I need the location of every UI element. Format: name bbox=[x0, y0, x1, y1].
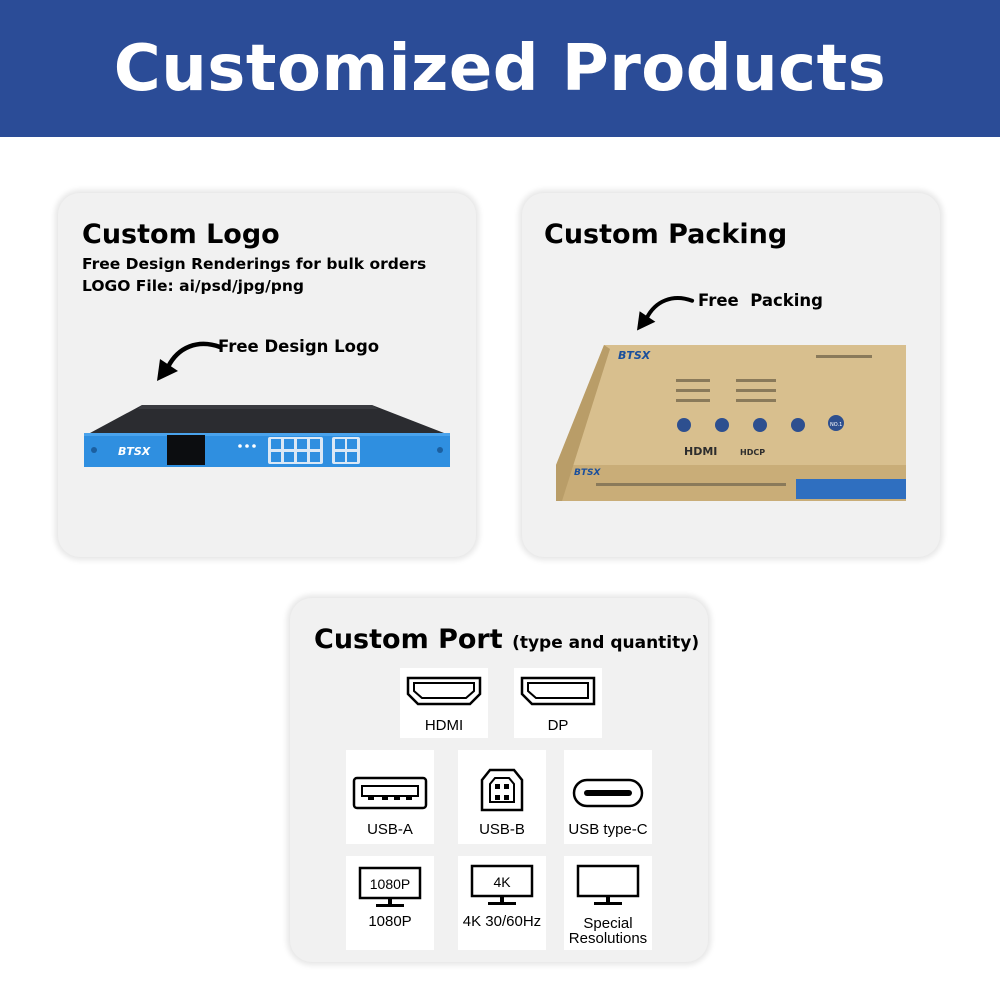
header-banner: Customized Products bbox=[0, 0, 1000, 137]
box-hdcp-text: HDCP bbox=[740, 448, 765, 457]
custom-port-title: Custom Port (type and quantity) bbox=[314, 624, 700, 655]
resolution-tile-1080p: 1080P 1080P bbox=[346, 856, 434, 950]
packing-box: BTSX BTSX NO.1 HDMI HDCP bbox=[556, 345, 906, 501]
usb-type-c-port-icon bbox=[572, 778, 644, 808]
resolution-tile-special: Special Resolutions bbox=[564, 856, 652, 950]
port-tile-usb-a: USB-A bbox=[346, 750, 434, 844]
custom-logo-line-2: LOGO File: ai/psd/jpg/png bbox=[82, 277, 305, 295]
device-brand-text: BTSX bbox=[118, 445, 151, 458]
custom-logo-card: Custom Logo Free Design Renderings for b… bbox=[58, 193, 476, 557]
curved-arrow-icon bbox=[637, 296, 695, 331]
custom-port-card: Custom Port (type and quantity) HDMI DP … bbox=[290, 598, 708, 962]
svg-text:4K: 4K bbox=[493, 874, 511, 890]
monitor-icon bbox=[576, 864, 640, 905]
custom-packing-card: Custom Packing Free Packing BTSX BTSX NO… bbox=[522, 193, 940, 557]
resolution-tile-4k: 4K 4K 30/60Hz bbox=[458, 856, 546, 950]
port-tile-dp: DP bbox=[514, 668, 602, 738]
svg-text:1080P: 1080P bbox=[370, 876, 410, 892]
custom-packing-title: Custom Packing bbox=[544, 219, 788, 250]
matrix-switcher-device: BTSX bbox=[84, 405, 450, 467]
monitor-4k-icon: 4K bbox=[470, 864, 534, 905]
monitor-1080p-icon: 1080P bbox=[358, 866, 422, 907]
usb-b-port-icon bbox=[480, 768, 524, 812]
box-brand-text: BTSX bbox=[618, 349, 651, 362]
custom-logo-line-1: Free Design Renderings for bulk orders bbox=[82, 255, 427, 273]
custom-port-title-hint: (type and quantity) bbox=[512, 633, 700, 653]
free-design-logo-callout: Free Design Logo bbox=[218, 337, 380, 356]
svg-text:BTSX: BTSX bbox=[574, 468, 601, 478]
box-hdmi-text: HDMI bbox=[684, 445, 717, 458]
port-tile-usb-c: USB type-C bbox=[564, 750, 652, 844]
port-tile-usb-b: USB-B bbox=[458, 750, 546, 844]
svg-text:NO.1: NO.1 bbox=[830, 422, 842, 428]
displayport-icon bbox=[520, 676, 596, 706]
curved-arrow-icon bbox=[157, 341, 223, 381]
usb-a-port-icon bbox=[352, 776, 428, 810]
free-packing-callout: Free Packing bbox=[698, 291, 823, 310]
custom-logo-title: Custom Logo bbox=[82, 219, 280, 250]
page-title: Customized Products bbox=[113, 31, 887, 106]
port-tile-hdmi: HDMI bbox=[400, 668, 488, 738]
hdmi-port-icon bbox=[406, 676, 482, 706]
